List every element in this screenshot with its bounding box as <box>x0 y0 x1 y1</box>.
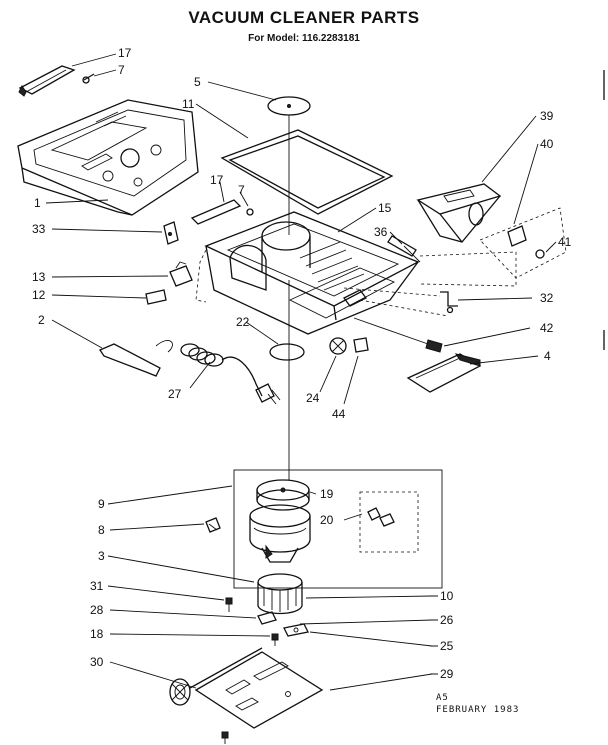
part-axle-30 <box>189 647 263 689</box>
part-filter-holder-39 <box>416 183 502 243</box>
callout-22: 22 <box>236 315 250 329</box>
callout-12: 12 <box>32 288 46 302</box>
part-bumper-4 <box>406 353 482 393</box>
part-cord-27 <box>155 340 281 405</box>
part-fan-24 <box>329 337 347 355</box>
part-screw-29 <box>221 731 229 744</box>
callout-8: 8 <box>98 523 105 537</box>
callout-33: 33 <box>32 222 46 236</box>
brush-group-box <box>359 491 419 553</box>
part-brushes-20 <box>367 507 395 527</box>
footer-code: A5 <box>436 693 449 703</box>
part-base-plate <box>194 651 324 729</box>
part-top-cover-1 <box>17 99 199 216</box>
part-handle-17b <box>190 199 254 225</box>
part-clip-44 <box>353 337 369 353</box>
callout-7-mid: 7 <box>238 183 245 197</box>
callout-36: 36 <box>374 225 388 239</box>
callout-44: 44 <box>332 407 346 421</box>
callout-4: 4 <box>544 349 551 363</box>
part-motor <box>249 504 311 563</box>
callout-10: 10 <box>440 589 454 603</box>
callout-1: 1 <box>34 196 41 210</box>
callout-2: 2 <box>38 313 45 327</box>
model-subtitle: For Model: 116.2283181 <box>248 33 360 44</box>
callout-17-top: 17 <box>118 46 132 60</box>
part-clip-33 <box>163 221 179 245</box>
part-wheel <box>169 678 191 706</box>
callout-39: 39 <box>540 109 554 123</box>
callout-dashes-right <box>430 595 438 675</box>
callout-25: 25 <box>440 639 454 653</box>
part-bar-2 <box>99 343 161 377</box>
callout-17-mid: 17 <box>210 173 224 187</box>
part-bracket-40 <box>479 207 567 279</box>
part-cord-42 <box>353 317 443 353</box>
part-bracket-25 <box>283 623 309 637</box>
callout-40: 40 <box>540 137 554 151</box>
callout-28: 28 <box>90 603 104 617</box>
leader-lines <box>45 53 557 691</box>
callout-31: 31 <box>90 579 104 593</box>
callout-26: 26 <box>440 613 454 627</box>
callout-5: 5 <box>194 75 201 89</box>
part-bracket-32 <box>440 291 458 314</box>
part-screw-18 <box>271 633 279 646</box>
callout-7-top: 7 <box>118 63 125 77</box>
callout-32: 32 <box>540 291 554 305</box>
callout-labels: 17 7 5 11 39 40 17 7 1 15 33 36 41 13 12… <box>32 46 572 681</box>
part-motor-disc-19 <box>256 479 310 511</box>
part-screw-31 <box>225 597 233 612</box>
part-housing-15 <box>204 211 420 335</box>
callout-11: 11 <box>182 97 195 111</box>
part-handle-17 <box>18 65 76 97</box>
callout-20: 20 <box>320 513 334 527</box>
part-latch-36 <box>387 235 421 263</box>
footer-date: FEBRUARY 1983 <box>436 705 519 715</box>
callout-42: 42 <box>540 321 554 335</box>
callout-41: 41 <box>558 235 572 249</box>
callout-15: 15 <box>378 201 392 215</box>
part-ring-22 <box>269 343 305 361</box>
callout-29: 29 <box>440 667 454 681</box>
callout-9: 9 <box>98 497 105 511</box>
page-title: VACUUM CLEANER PARTS <box>188 8 420 27</box>
part-button-12 <box>145 289 167 305</box>
part-tab-28 <box>257 611 277 625</box>
callout-19: 19 <box>320 487 334 501</box>
part-switch-13 <box>169 261 193 287</box>
callout-18: 18 <box>90 627 104 641</box>
callout-30: 30 <box>90 655 104 669</box>
callout-13: 13 <box>32 270 46 284</box>
callout-3: 3 <box>98 549 105 563</box>
part-fan-housing-10 <box>257 573 303 615</box>
callout-24: 24 <box>306 391 320 405</box>
callout-27: 27 <box>168 387 182 401</box>
part-bearing-8 <box>205 517 221 533</box>
part-gasket-11 <box>220 129 394 215</box>
motor-group-box <box>233 469 443 589</box>
part-screw-7a <box>82 73 95 84</box>
